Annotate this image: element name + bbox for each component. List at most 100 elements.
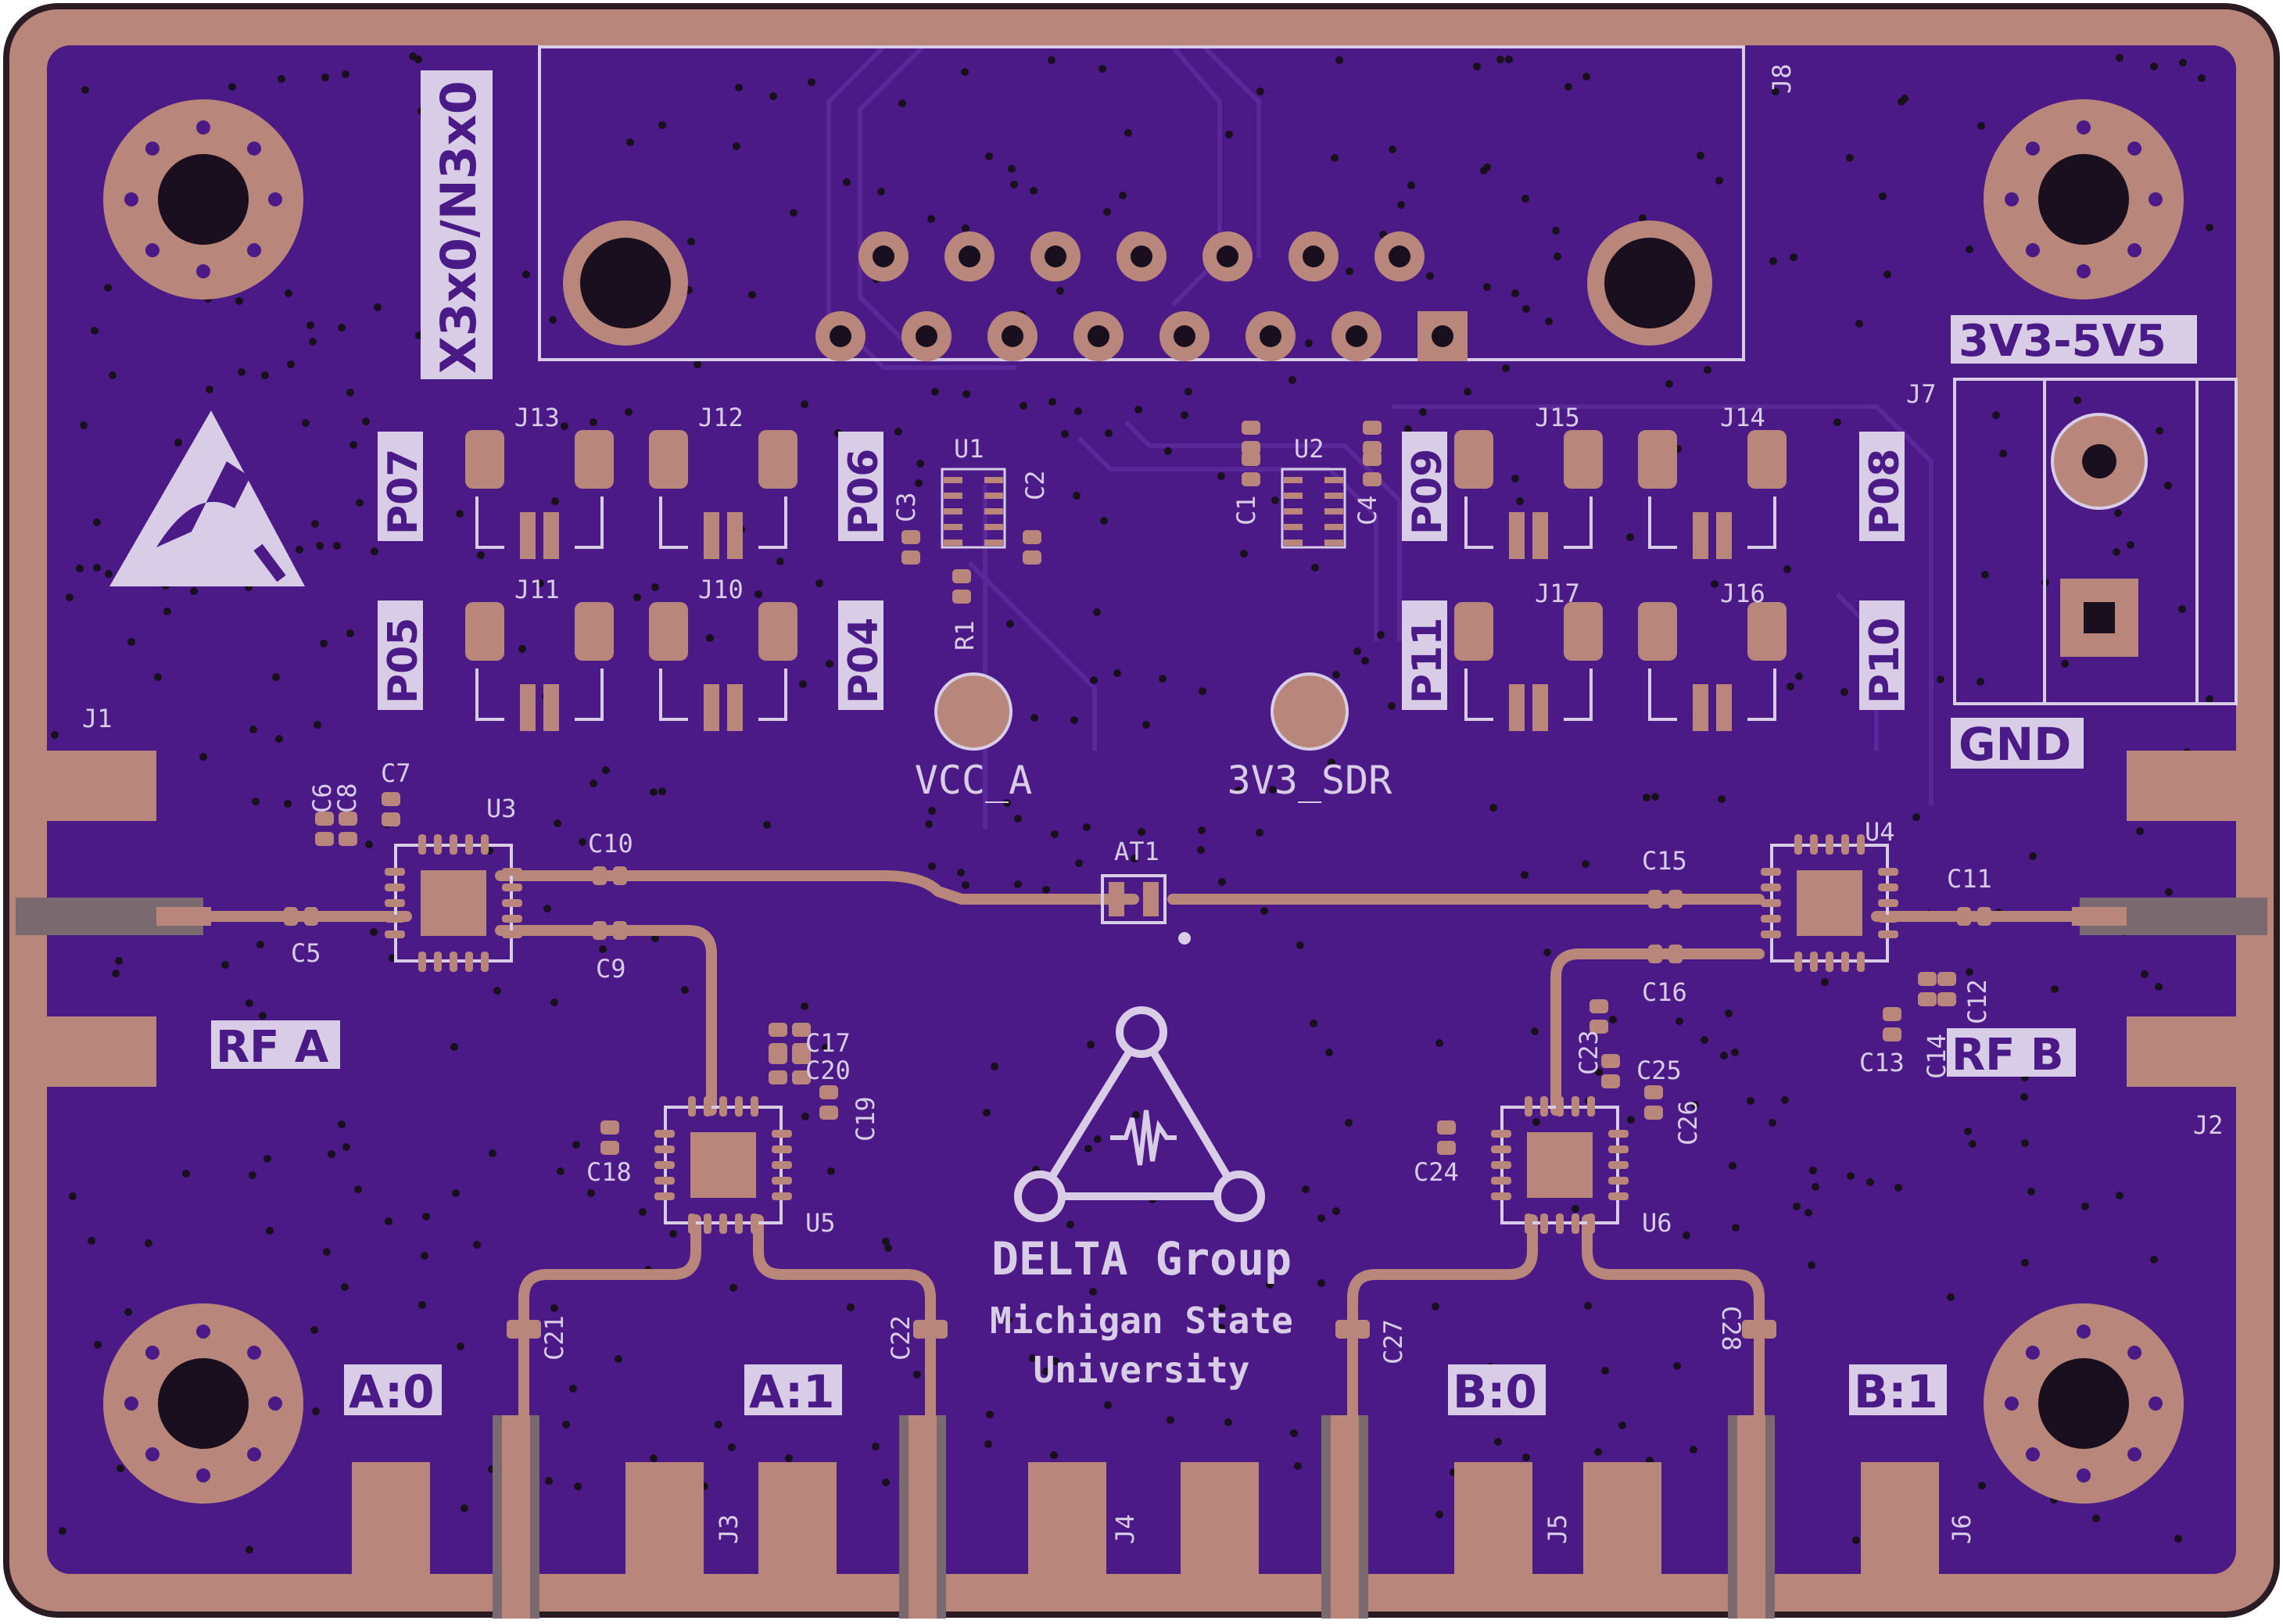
via	[2113, 548, 2120, 556]
ufl-footprint	[1454, 430, 1603, 559]
via	[1332, 1207, 1340, 1215]
via	[1840, 688, 1848, 696]
via	[1290, 1429, 1298, 1437]
via	[418, 1301, 426, 1309]
b1-label-box: B:1	[1849, 1364, 1947, 1418]
mounting-holes	[103, 99, 2184, 1504]
edge-pad	[1583, 1462, 1661, 1579]
capacitor	[1363, 452, 1382, 486]
via	[328, 1150, 335, 1158]
db-pin	[901, 311, 952, 361]
port-label-p04: P04	[838, 600, 887, 710]
refdes-j2: J2	[2193, 1110, 2224, 1140]
via	[669, 1230, 677, 1238]
via	[1855, 320, 1863, 328]
via	[1296, 941, 1304, 949]
via	[2156, 427, 2163, 435]
via	[1087, 1041, 1095, 1049]
via	[957, 869, 965, 877]
mounting-hole	[1984, 1303, 2184, 1504]
via	[1030, 714, 1038, 722]
via	[346, 389, 354, 396]
via	[983, 1109, 991, 1117]
via	[2116, 1192, 2124, 1199]
refdes-u2: U2	[1294, 434, 1324, 464]
via	[1014, 880, 1022, 888]
via	[477, 551, 485, 559]
edge-launch	[1321, 1415, 1368, 1619]
via	[625, 408, 633, 416]
via	[1328, 758, 1335, 766]
via	[1847, 1172, 1855, 1180]
via	[1772, 88, 1779, 95]
via	[1947, 1293, 1955, 1301]
db-pin	[1417, 311, 1468, 361]
via	[235, 297, 243, 305]
via	[302, 419, 310, 427]
rf-b-label: RF B	[1951, 1030, 2064, 1081]
via	[1690, 1446, 1697, 1454]
gnd-label-box: GND	[1951, 718, 2084, 771]
rf-a-label: RF A	[216, 1022, 329, 1073]
via	[1132, 1111, 1140, 1119]
via	[88, 1237, 95, 1245]
via	[1601, 1367, 1609, 1375]
via	[1516, 497, 1524, 505]
port-label-p10: P10	[1859, 600, 1908, 710]
via	[1138, 828, 1145, 836]
via	[754, 590, 762, 598]
via	[1302, 1185, 1310, 1193]
capacitor	[1883, 1007, 1901, 1041]
via	[1808, 1261, 1815, 1269]
via	[385, 1217, 392, 1225]
via	[1029, 1354, 1037, 1362]
refdes-c26: C26	[1673, 1100, 1703, 1145]
via	[1217, 472, 1225, 480]
via	[2179, 59, 2187, 66]
ufl-footprint	[649, 430, 797, 559]
via	[1805, 1209, 1812, 1217]
via	[473, 1241, 481, 1249]
via	[1489, 804, 1497, 812]
via	[1894, 1184, 1902, 1192]
via	[323, 1248, 331, 1256]
port-label-p09: P09	[1402, 432, 1451, 541]
via	[76, 565, 84, 572]
db-pin	[1116, 231, 1167, 281]
via	[1483, 283, 1491, 291]
refdes-c13: C13	[1859, 1048, 1905, 1077]
via	[1704, 366, 1711, 374]
db-pin	[987, 311, 1038, 361]
via	[1626, 533, 1634, 541]
via	[1729, 1162, 1736, 1170]
via	[1618, 1421, 1626, 1429]
via	[651, 934, 659, 942]
via	[1271, 497, 1279, 504]
via	[1260, 907, 1268, 915]
edge-pad	[625, 1462, 704, 1579]
via	[543, 905, 551, 912]
via	[1317, 1214, 1325, 1222]
refdes-j11: J11	[514, 575, 560, 604]
refdes-c6: C6	[307, 783, 337, 813]
via	[1718, 795, 1726, 803]
via	[928, 862, 936, 870]
via	[341, 1283, 349, 1291]
via	[249, 1171, 256, 1179]
refdes-j16: J16	[1720, 579, 1765, 608]
via	[915, 479, 923, 487]
via	[1325, 1049, 1333, 1056]
via	[518, 645, 526, 653]
via	[1833, 418, 1841, 426]
ufl-footprint	[1454, 602, 1603, 731]
via	[1113, 669, 1121, 677]
via	[2116, 54, 2124, 62]
via	[1720, 1052, 1728, 1059]
small-ic	[1281, 468, 1346, 549]
via	[1812, 1183, 1819, 1191]
port-label-p06: P06	[838, 432, 887, 541]
via	[296, 546, 303, 554]
power-label-box: 3V3-5V5	[1951, 315, 2197, 367]
refdes-c3: C3	[891, 492, 921, 522]
refdes-j12: J12	[698, 403, 744, 432]
